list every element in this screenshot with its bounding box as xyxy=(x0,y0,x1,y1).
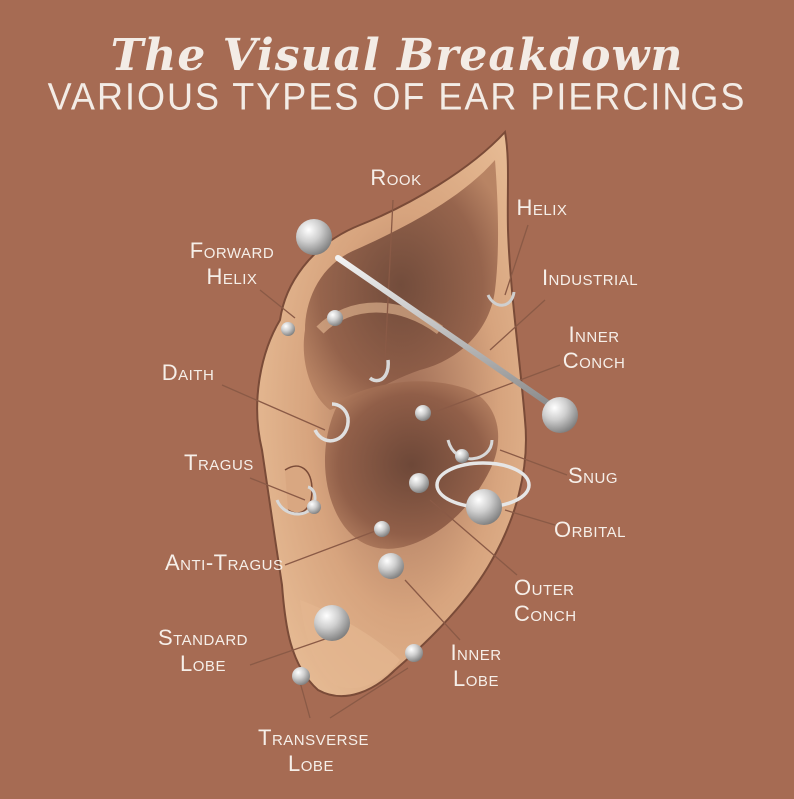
forward-helix-stud xyxy=(327,310,343,326)
label-industrial: Industrial xyxy=(541,265,639,290)
daith-ring xyxy=(313,402,350,443)
standard-lobe-stud xyxy=(314,605,350,641)
snug-ring xyxy=(446,439,494,461)
label-helix: Helix xyxy=(516,195,568,220)
tragus-ball xyxy=(307,500,321,514)
label-snug: Snug xyxy=(568,463,619,488)
label-orbital: Orbital xyxy=(553,517,626,542)
forward-helix-stud xyxy=(281,322,295,336)
industrial-bar xyxy=(335,255,558,411)
inner-conch-stud xyxy=(415,405,431,421)
inner-lobe-stud xyxy=(405,644,423,662)
label-anti-tragus: Anti-Tragus xyxy=(165,550,284,575)
industrial-ball-top xyxy=(296,219,332,255)
label-rook: Rook xyxy=(370,165,422,190)
label-tragus: Tragus xyxy=(184,450,254,475)
snug-ball xyxy=(455,449,469,463)
transverse-lobe-stud xyxy=(292,667,310,685)
orbital-ball xyxy=(466,489,502,525)
ear-concha xyxy=(324,381,499,549)
ear-inner-fossa xyxy=(303,160,499,410)
tragus-ring xyxy=(275,485,317,516)
helix-ring xyxy=(486,291,516,307)
anti-tragus-stud xyxy=(374,521,390,537)
anti-tragus-stud-lower xyxy=(378,553,404,579)
leader-lines xyxy=(221,199,568,719)
label-daith: Daith xyxy=(161,360,215,385)
diagram-title: The Visual Breakdown xyxy=(110,30,684,81)
outer-conch-stud xyxy=(409,473,429,493)
rook-bar xyxy=(368,359,390,383)
diagram-subtitle: VARIOUS TYPES OF EAR PIERCINGS xyxy=(47,74,747,118)
industrial-ball-bottom xyxy=(542,397,578,433)
